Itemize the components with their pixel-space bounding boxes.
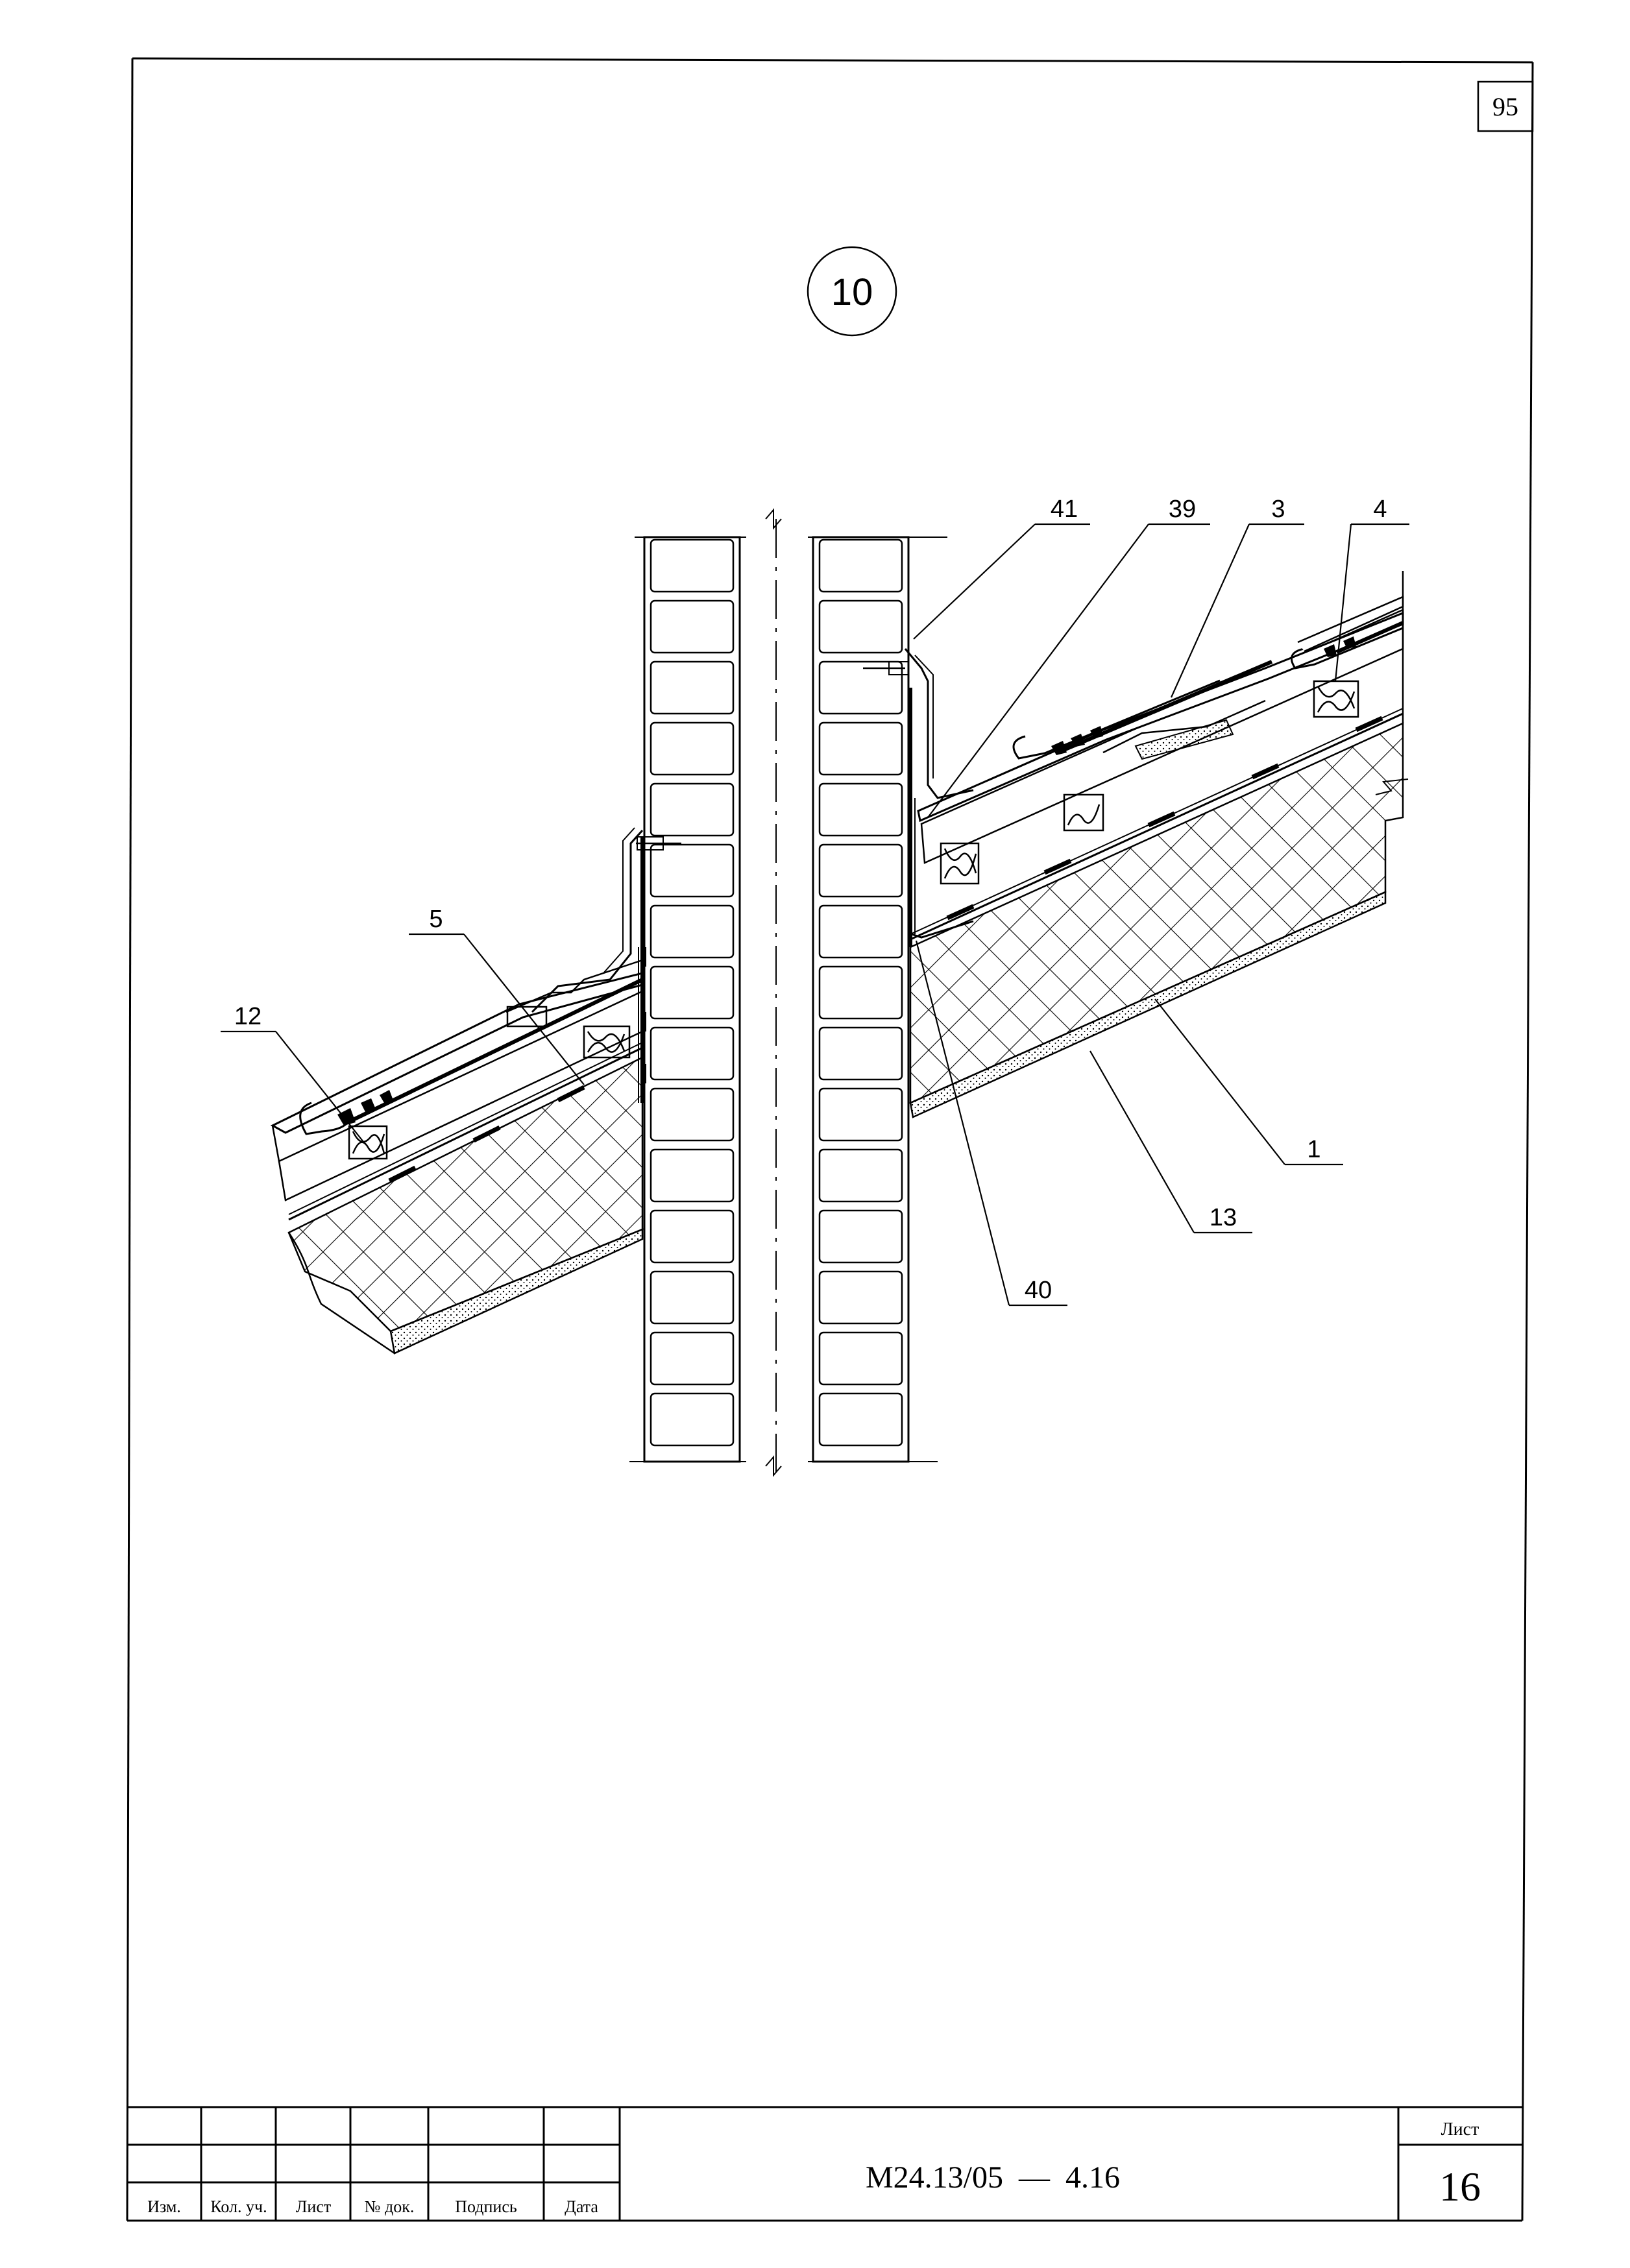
header-kol-uch: Кол. уч. bbox=[210, 2197, 267, 2216]
document-code: М24.13/05 — 4.16 bbox=[866, 2160, 1120, 2195]
callout-13: 13 bbox=[1210, 1204, 1237, 1231]
left-roof-slope bbox=[270, 959, 644, 1355]
brick bbox=[650, 1148, 735, 1203]
brick bbox=[650, 1270, 735, 1325]
header-date: Дата bbox=[565, 2197, 598, 2216]
brick bbox=[818, 538, 903, 593]
sheet-frame bbox=[126, 57, 1534, 2222]
header-signature: Подпись bbox=[455, 2197, 517, 2216]
left-brick-column bbox=[629, 536, 746, 1463]
callout-4: 4 bbox=[1373, 496, 1387, 523]
right-insulation bbox=[909, 722, 1404, 1104]
right-brick-column bbox=[808, 536, 947, 1463]
left-lining-board bbox=[389, 1228, 644, 1355]
brick bbox=[650, 721, 735, 776]
brick bbox=[818, 1148, 903, 1203]
brick bbox=[650, 904, 735, 959]
callout-12: 12 bbox=[234, 1003, 262, 1030]
callout-1: 1 bbox=[1307, 1136, 1320, 1163]
callout-39: 39 bbox=[1169, 496, 1196, 523]
brick bbox=[650, 599, 735, 654]
brick bbox=[818, 1087, 903, 1142]
brick bbox=[818, 1270, 903, 1325]
brick bbox=[650, 660, 735, 715]
brick bbox=[650, 1331, 735, 1386]
detail-marker: 10 bbox=[807, 246, 897, 337]
right-roof-slope bbox=[909, 571, 1409, 1118]
brick bbox=[818, 660, 903, 715]
brick bbox=[650, 965, 735, 1020]
brick bbox=[818, 1392, 903, 1447]
brick bbox=[650, 1392, 735, 1447]
title-block bbox=[127, 2106, 1522, 2221]
leader-lines bbox=[221, 523, 1409, 1307]
callout-5: 5 bbox=[429, 906, 443, 933]
brick bbox=[818, 904, 903, 959]
brick bbox=[818, 782, 903, 837]
brick-joints bbox=[650, 538, 903, 1447]
callout-3: 3 bbox=[1271, 496, 1285, 523]
brick bbox=[818, 1209, 903, 1264]
brick bbox=[818, 599, 903, 654]
brick bbox=[650, 782, 735, 837]
callout-40: 40 bbox=[1025, 1277, 1052, 1304]
flue-centerline bbox=[765, 508, 782, 1477]
page-number: 95 bbox=[1492, 92, 1518, 121]
page-number-box: 95 bbox=[1477, 80, 1534, 132]
title-block-headers: Изм. Кол. уч. Лист № док. Подпись Дата bbox=[147, 2197, 598, 2216]
detail-number: 10 bbox=[831, 271, 873, 313]
sheet-label: Лист bbox=[1441, 2119, 1479, 2140]
brick bbox=[650, 538, 735, 593]
brick bbox=[650, 1087, 735, 1142]
callout-labels: 41 39 3 4 5 12 1 13 40 bbox=[234, 496, 1387, 1304]
callout-41: 41 bbox=[1051, 496, 1078, 523]
sheet-number: 16 bbox=[1439, 2164, 1481, 2210]
brick bbox=[650, 1209, 735, 1264]
header-doc-no: № док. bbox=[365, 2197, 415, 2216]
header-izm: Изм. bbox=[147, 2197, 181, 2216]
brick bbox=[818, 721, 903, 776]
right-lining-board bbox=[909, 891, 1387, 1118]
brick bbox=[818, 843, 903, 898]
brick bbox=[818, 1331, 903, 1386]
brick bbox=[818, 1026, 903, 1081]
brick bbox=[818, 965, 903, 1020]
header-list: Лист bbox=[296, 2197, 331, 2216]
left-chimney-flashing bbox=[531, 827, 681, 1103]
brick bbox=[650, 843, 735, 898]
brick bbox=[650, 1026, 735, 1081]
